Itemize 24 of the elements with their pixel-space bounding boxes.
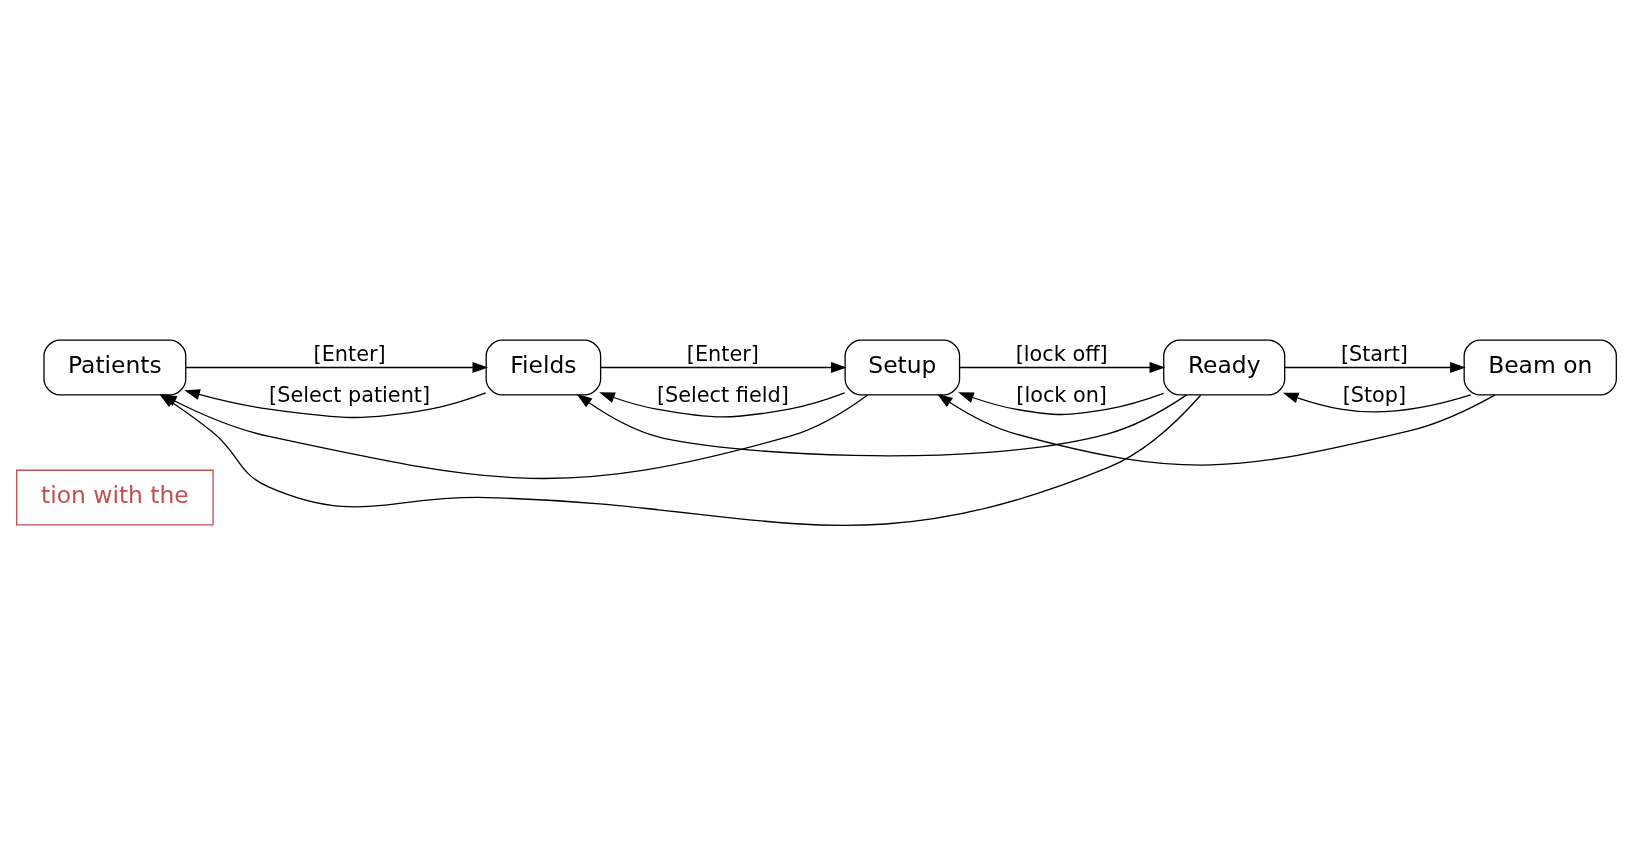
arrow — [1284, 361, 1466, 373]
edge-label: [Enter] — [686, 341, 759, 366]
edge-label: [Select patient] — [269, 382, 431, 407]
edge-label: [lock off] — [1015, 341, 1108, 366]
arrow — [1282, 392, 1472, 412]
arrow — [185, 361, 489, 373]
edge-label: [Stop] — [1342, 382, 1407, 407]
edge-label: [Select field] — [656, 382, 789, 407]
arrow — [576, 393, 1188, 456]
edge-label: [Start] — [1340, 341, 1408, 366]
arrow — [599, 391, 846, 418]
node-box: Fields — [485, 339, 602, 395]
arrow — [937, 393, 1496, 466]
arrow — [184, 388, 487, 418]
node-box: Beam on — [1463, 339, 1617, 395]
node-box: tion with the — [16, 469, 214, 525]
node-box: Ready — [1163, 339, 1286, 395]
edge-label: [lock on] — [1016, 382, 1108, 407]
arrow — [958, 361, 1166, 373]
node-box: Setup — [844, 339, 961, 395]
arrow — [958, 391, 1165, 415]
node-box: Patients — [43, 339, 187, 395]
edge-label: [Enter] — [313, 341, 386, 366]
arrow — [600, 361, 847, 373]
